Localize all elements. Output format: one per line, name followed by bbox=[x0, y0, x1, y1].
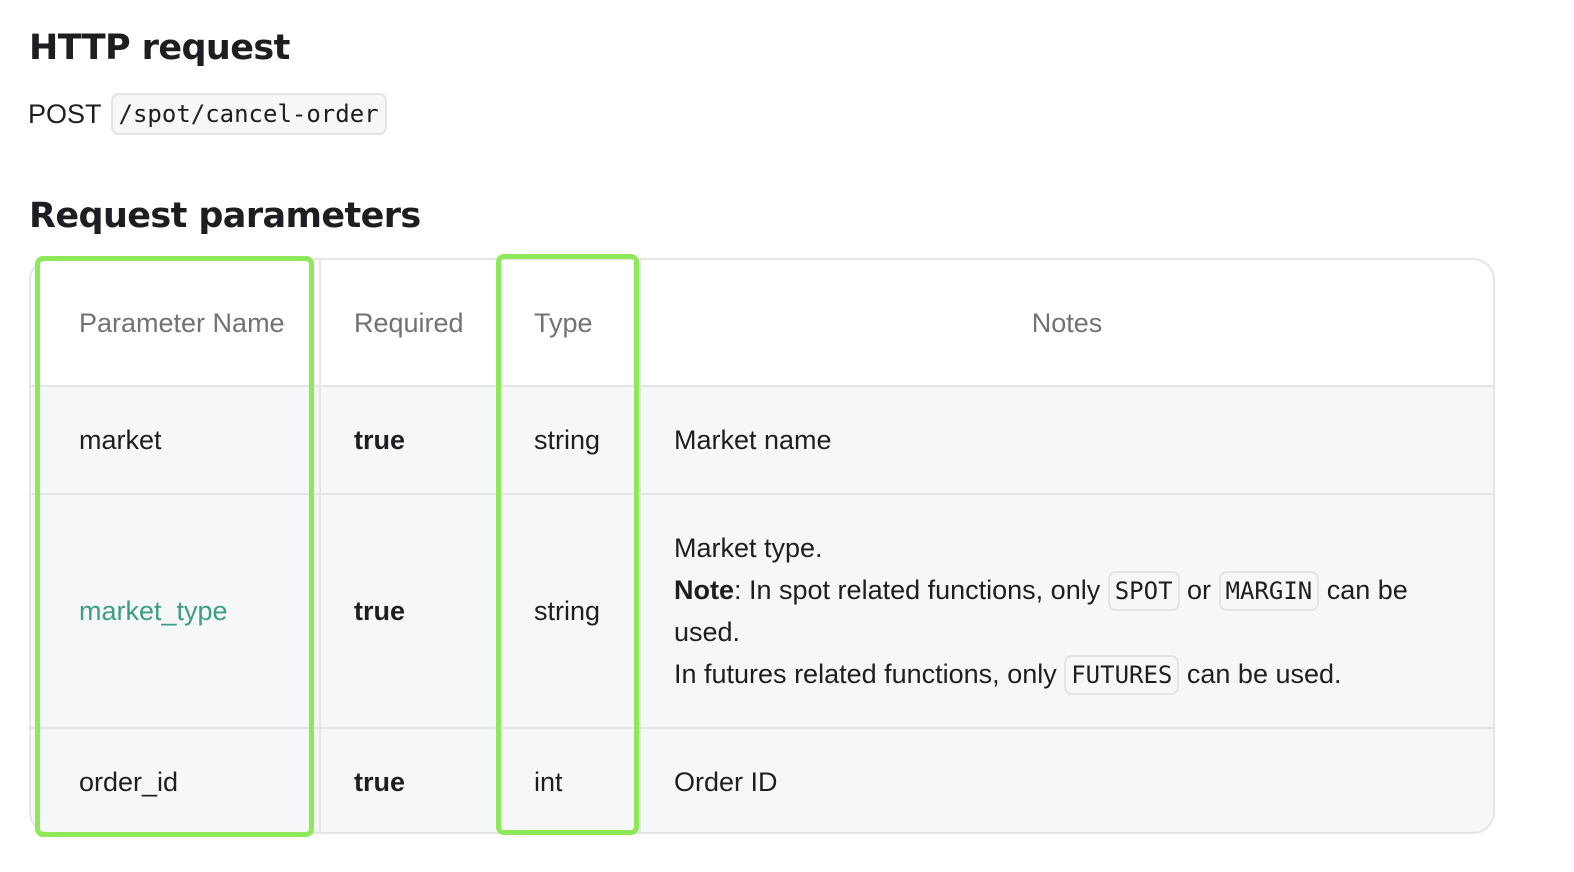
request-parameters-heading: Request parameters bbox=[29, 196, 421, 236]
table-row: market_type true string Market type. Not… bbox=[31, 494, 1493, 729]
code-margin: MARGIN bbox=[1218, 571, 1320, 611]
http-request-heading: HTTP request bbox=[29, 28, 290, 68]
header-type: Type bbox=[500, 260, 641, 387]
notes-line3-b: can be used. bbox=[1179, 659, 1342, 689]
note-text-a: : In spot related functions, only bbox=[734, 575, 1108, 605]
param-name-cell: market_type bbox=[31, 494, 321, 729]
note-label: Note bbox=[674, 575, 734, 605]
endpoint: POST /spot/cancel-order bbox=[28, 93, 387, 135]
notes-line-2: Note: In spot related functions, only SP… bbox=[674, 569, 1433, 653]
http-method: POST bbox=[28, 98, 102, 129]
notes-line-1: Market type. bbox=[674, 533, 823, 563]
param-name: order_id bbox=[31, 728, 321, 832]
note-text-b: or bbox=[1179, 575, 1219, 605]
param-name: market bbox=[31, 386, 321, 495]
table-row: market true string Market name bbox=[31, 386, 1493, 495]
notes-line3-a: In futures related functions, only bbox=[674, 659, 1065, 689]
code-spot: SPOT bbox=[1107, 571, 1180, 611]
param-required: true bbox=[320, 728, 501, 832]
table-row: order_id true int Order ID bbox=[31, 728, 1493, 832]
param-required: true bbox=[320, 386, 501, 495]
table-header-row: Parameter Name Required Type Notes bbox=[31, 260, 1493, 387]
header-parameter-name: Parameter Name bbox=[31, 260, 321, 387]
parameters-table: Parameter Name Required Type Notes marke… bbox=[29, 258, 1495, 834]
code-futures: FUTURES bbox=[1064, 655, 1180, 695]
header-notes: Notes bbox=[640, 260, 1493, 387]
param-type: string bbox=[500, 494, 641, 729]
param-type: int bbox=[500, 728, 641, 832]
notes-line-3: In futures related functions, only FUTUR… bbox=[674, 653, 1433, 695]
note-text-c: can be used. bbox=[674, 575, 1408, 647]
param-notes: Order ID bbox=[674, 766, 778, 797]
param-required: true bbox=[320, 494, 501, 729]
market-type-link[interactable]: market_type bbox=[79, 596, 228, 626]
endpoint-path: /spot/cancel-order bbox=[110, 93, 387, 135]
header-required: Required bbox=[320, 260, 501, 387]
param-notes: Market type. Note: In spot related funct… bbox=[640, 494, 1493, 729]
param-notes: Market name bbox=[640, 386, 1493, 495]
param-type: string bbox=[500, 386, 641, 495]
